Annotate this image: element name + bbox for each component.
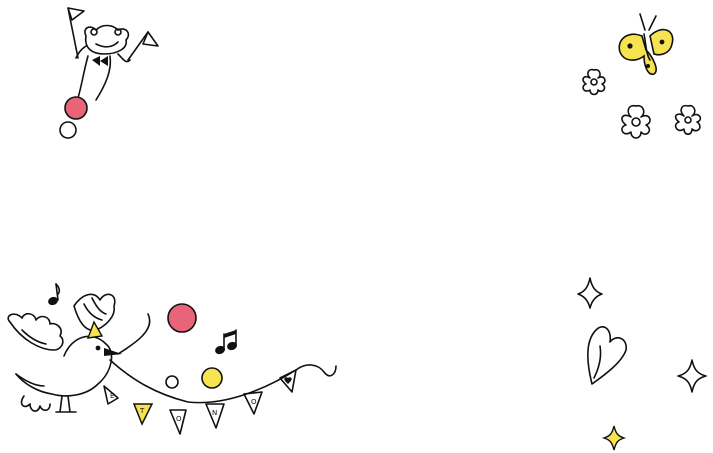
bunting-letter-2: T bbox=[139, 407, 145, 415]
flower-icon bbox=[583, 70, 700, 138]
frog-icon bbox=[60, 8, 158, 138]
bunting-letter-1: E bbox=[110, 392, 114, 400]
music-note-icon bbox=[48, 284, 237, 355]
bunting-garland: E T O N O bbox=[104, 314, 336, 434]
bunting-letter-5: O bbox=[251, 398, 257, 406]
ball-decorations bbox=[166, 304, 222, 388]
bird-icon bbox=[8, 294, 122, 412]
sparkle-icon bbox=[578, 278, 706, 450]
butterfly-icon bbox=[619, 14, 672, 74]
bunting-letter-4: N bbox=[212, 409, 217, 417]
bunting-letter-3: O bbox=[176, 415, 182, 423]
heart-icon bbox=[588, 327, 626, 384]
bunting-heart-icon bbox=[284, 377, 292, 384]
